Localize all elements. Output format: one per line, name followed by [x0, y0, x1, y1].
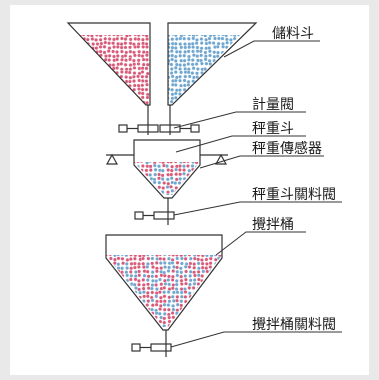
label-weigh-hopper: 秤重斗 — [252, 121, 294, 137]
right-storage-hopper — [167, 22, 258, 106]
leader-weigh-hopper-gate — [173, 201, 342, 216]
leader-storage-hopper — [223, 40, 320, 58]
metering-valve-left — [118, 122, 159, 135]
label-weigh-hopper-gate: 秤重斗關料閥 — [252, 187, 336, 203]
red-particles-storage — [80, 35, 150, 105]
label-mixing-tank-gate: 攪拌桶關料閥 — [252, 317, 336, 333]
label-mixing-tank: 攪拌桶 — [252, 217, 294, 233]
label-metering-valve: 計量閥 — [252, 97, 294, 113]
mixed-particles-weigh-hopper — [134, 162, 200, 195]
mixing-tank-gate-valve — [131, 343, 172, 352]
left-storage-hopper — [66, 22, 151, 106]
leader-load-cell — [199, 155, 324, 169]
leader-weigh-hopper — [175, 135, 306, 153]
label-storage-hopper: 儲料斗 — [272, 26, 314, 42]
load-cell-right-icon — [214, 153, 228, 165]
mixed-particles-mixing-tank — [106, 255, 222, 327]
leader-mixing-tank-gate — [170, 331, 342, 348]
leader-mixing-tank — [215, 231, 306, 256]
metering-valve-right — [159, 122, 200, 135]
mixing-tank — [105, 234, 223, 331]
load-cell-left-icon — [105, 153, 119, 165]
weigh-hopper-gate-valve — [134, 211, 175, 220]
label-load-cell: 秤重傳感器 — [252, 140, 322, 157]
diagram-panel: 儲料斗 計量閥 秤重斗 秤重傳感器 秤重斗關料閥 攪拌桶 攪拌桶關料閥 — [10, 5, 369, 375]
blue-particles-storage — [168, 35, 240, 105]
mixing-system-diagram: 儲料斗 計量閥 秤重斗 秤重傳感器 秤重斗關料閥 攪拌桶 攪拌桶關料閥 — [66, 22, 342, 357]
weigh-hopper — [133, 139, 201, 199]
leader-metering-valve — [173, 111, 306, 129]
